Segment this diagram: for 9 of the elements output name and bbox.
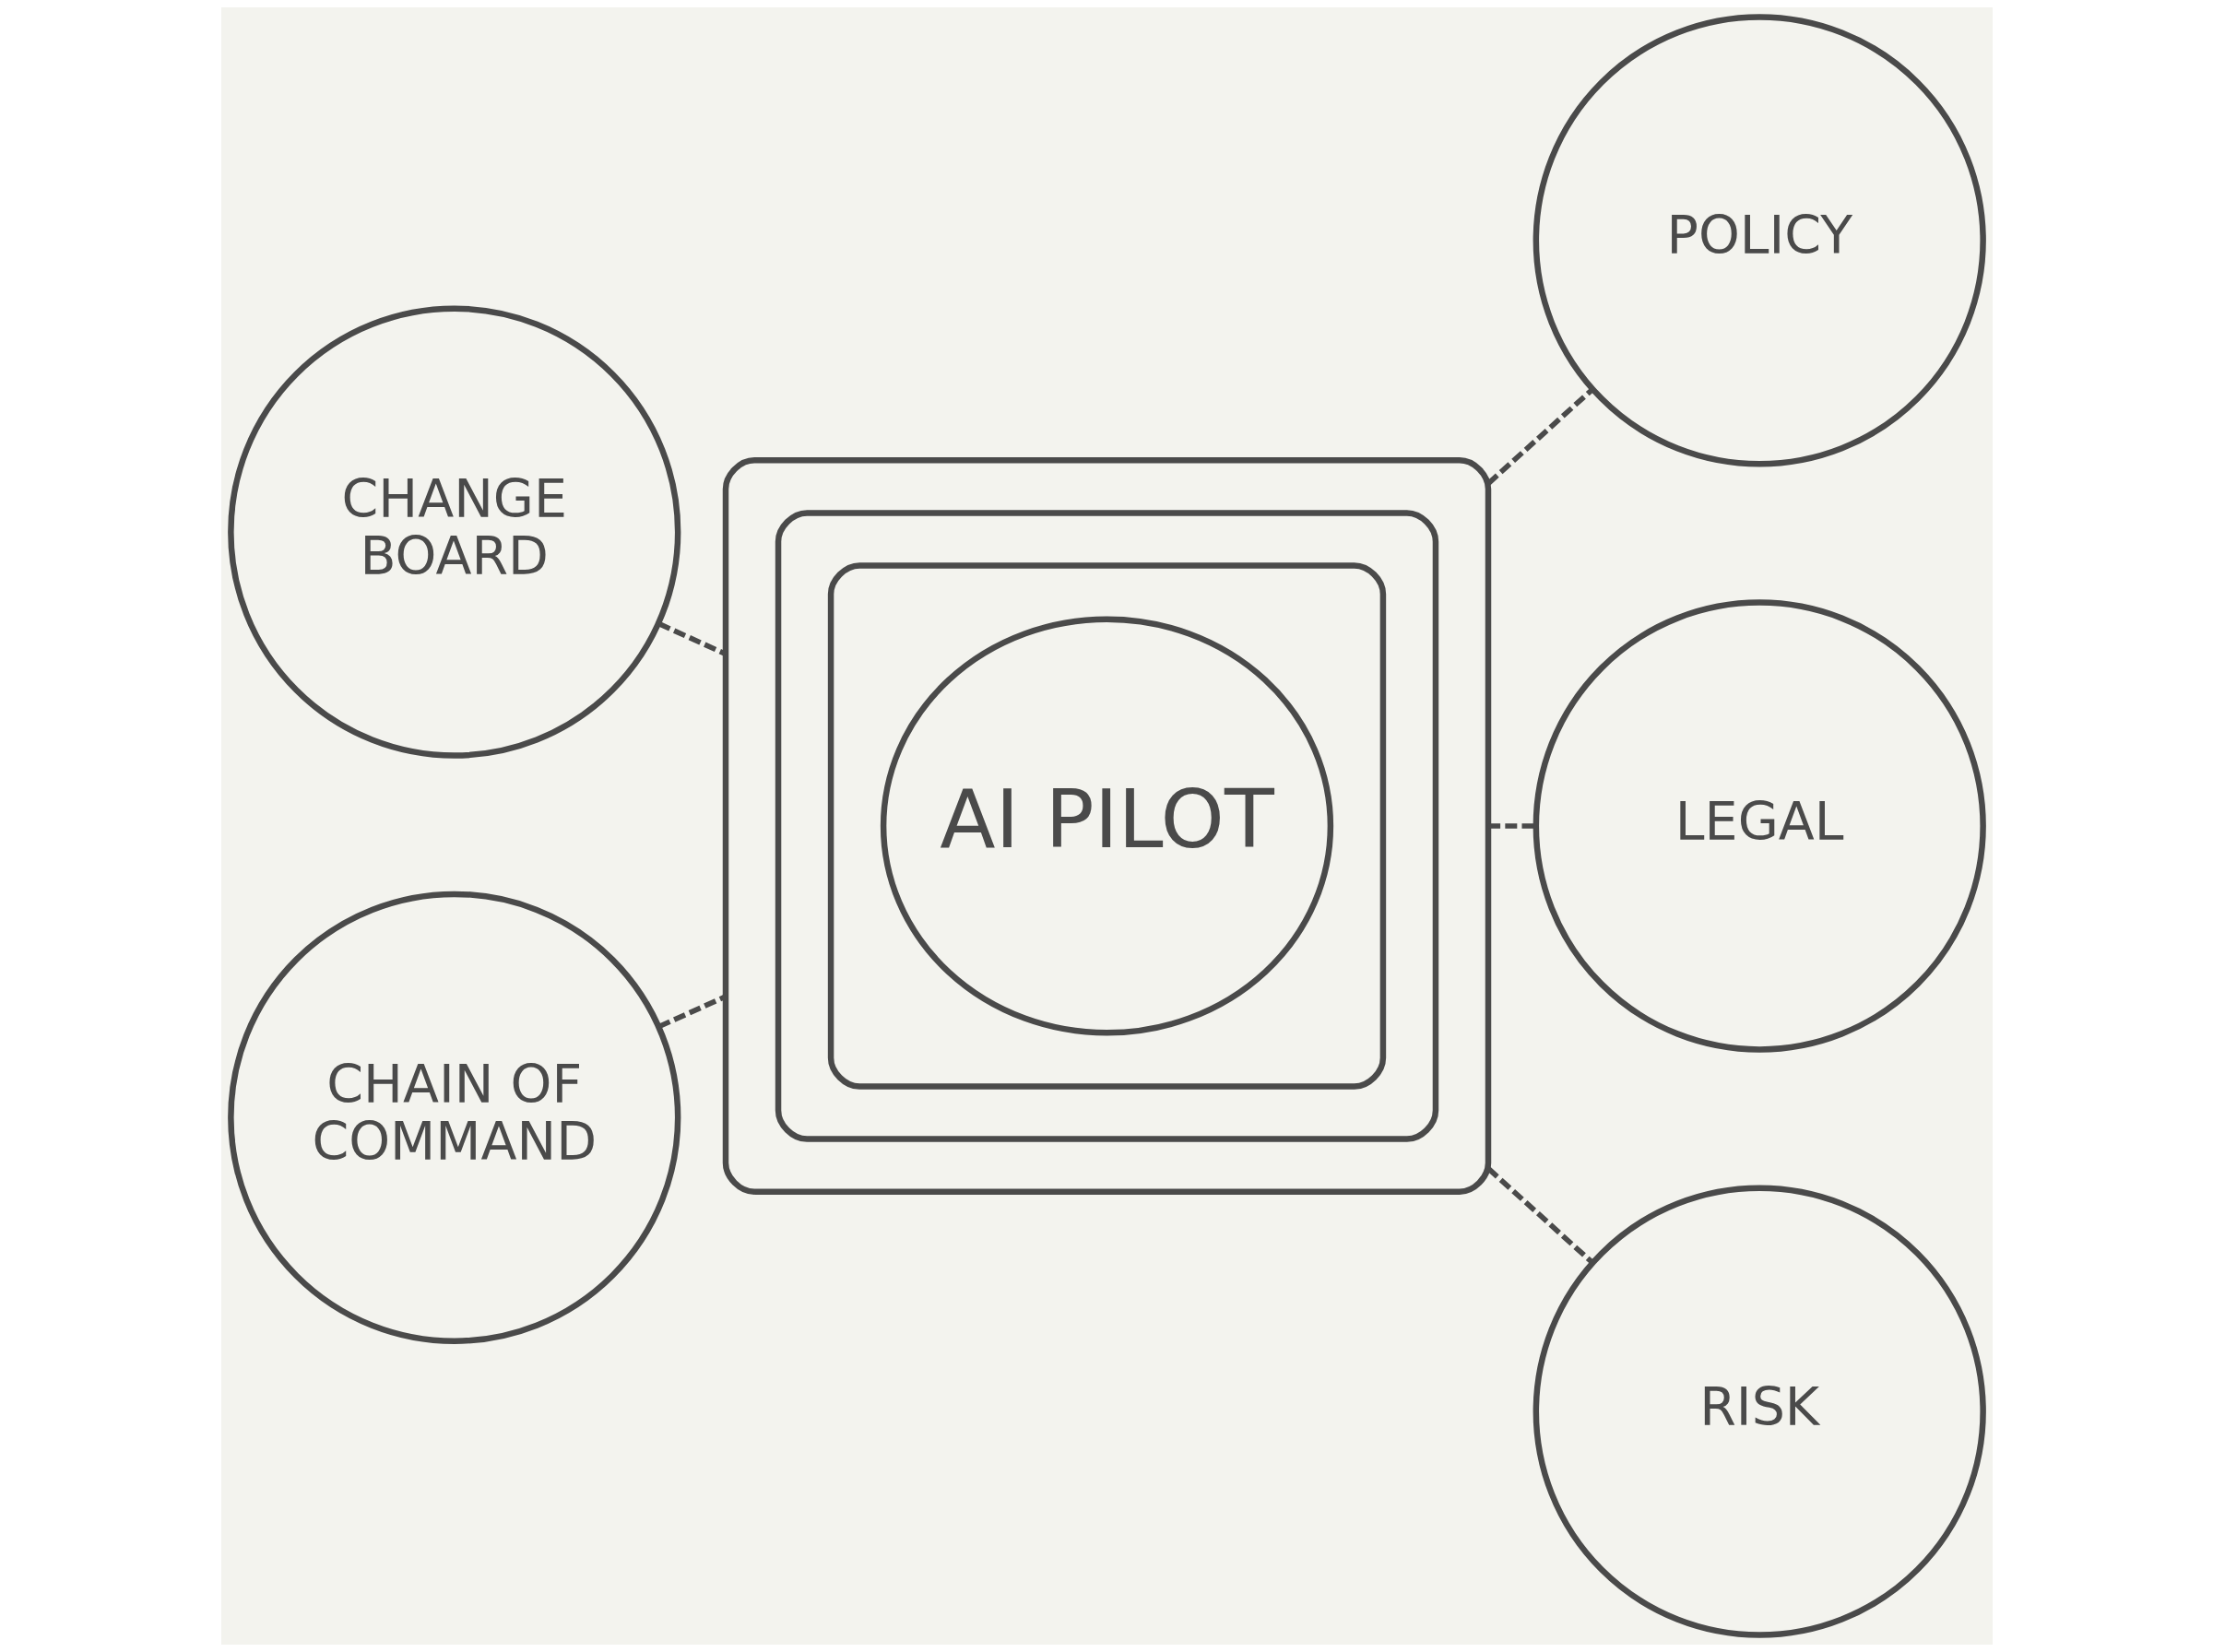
node-circle: AI PILOT: [880, 616, 1333, 1036]
cluster: [722, 457, 1491, 1195]
cluster: [775, 510, 1438, 1142]
node-circle: LEGAL: [1533, 599, 1986, 1053]
node-circle: CHANGE BOARD: [227, 305, 680, 759]
node-circle: POLICY: [1533, 14, 1986, 467]
node-circle: CHAIN OF COMMAND: [227, 891, 680, 1344]
cluster: [827, 562, 1386, 1090]
node-circle: RISK: [1533, 1185, 1986, 1638]
